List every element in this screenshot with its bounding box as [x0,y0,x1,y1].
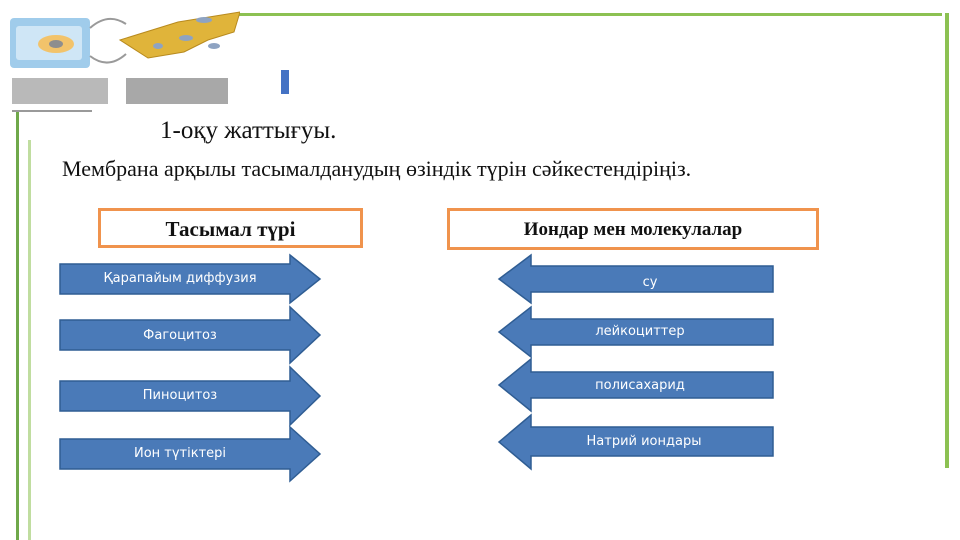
transport-label-simple-diffusion: Қарапайым диффузия [103,271,257,286]
exercise-title: 1-оқу жаттығуы. [160,117,337,144]
left-green-rule [16,112,19,540]
transport-type-header: Тасымал түрі [98,208,363,248]
blue-accent-mark [281,70,289,94]
transport-label-phagocytosis: Фагоцитоз [143,328,217,343]
right-green-rule [945,13,949,468]
left-green-rule-faint [28,140,31,540]
transport-label-pinocytosis: Пиноцитоз [142,388,218,403]
molecule-label-leukocytes: лейкоциттер [595,324,685,339]
molecule-arrow-water[interactable] [497,253,775,305]
membrane-transport-illustration [10,11,240,112]
transport-arrow-simple-diffusion[interactable] [58,253,322,305]
molecule-arrow-sodium-ions[interactable] [497,413,775,471]
transport-arrow-pinocytosis[interactable] [58,365,322,427]
molecule-arrow-polysaccharide[interactable] [497,357,775,413]
molecule-label-polysaccharide: полисахарид [595,378,685,393]
molecules-header: Иондар мен молекулалар [447,208,819,250]
transport-arrow-phagocytosis[interactable] [58,305,322,365]
molecule-arrow-leukocytes[interactable] [497,305,775,359]
molecule-label-water: су [642,275,658,290]
transport-label-ion-channels: Ион түтіктері [133,446,227,461]
transport-arrow-ion-channels[interactable] [58,425,322,483]
top-green-rule [238,13,942,16]
molecule-label-sodium-ions: Натрий иондары [586,434,702,449]
instruction-text: Мембрана арқылы тасымалданудың өзіндік т… [62,156,692,181]
